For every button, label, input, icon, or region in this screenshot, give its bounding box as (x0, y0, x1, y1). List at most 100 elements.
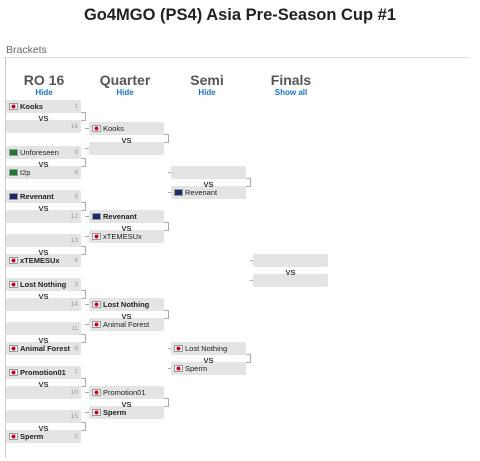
flag-au-icon (92, 213, 101, 220)
flag-au-icon (9, 193, 18, 200)
bracket-connector (164, 142, 168, 143)
ro16-slot[interactable]: Revenant 5 (6, 190, 81, 203)
final-slot[interactable] (253, 274, 328, 287)
bracket-connector (246, 362, 250, 363)
bracket-connector (249, 354, 251, 363)
team-name: Revenant (20, 192, 54, 201)
bracket-connector (81, 158, 85, 159)
bracket-connector (81, 342, 85, 343)
round-semi-toggle-link[interactable]: Hide (198, 88, 216, 97)
team-name: Revenant (185, 188, 218, 197)
ro16-slot[interactable]: 11 (6, 322, 81, 335)
ro16-vs-label: VS (38, 335, 49, 345)
round-ro16-toggle-link[interactable]: Hide (35, 88, 53, 97)
quarter-slot[interactable]: Sperm (89, 406, 164, 419)
quarter-slot[interactable]: Revenant (89, 210, 164, 223)
bracket-connector (85, 158, 86, 167)
flag-jp-icon (92, 409, 101, 416)
bracket-connector (164, 222, 168, 223)
semi-slot[interactable]: Lost Nothing (171, 342, 246, 355)
team-name: Promotion01 (20, 368, 66, 377)
ro16-slot[interactable]: 16 (6, 120, 81, 133)
bracket-connector (85, 202, 86, 211)
flag-jp-icon (174, 345, 183, 352)
ro16-slot[interactable]: 12 (6, 210, 81, 223)
bracket-connector (249, 178, 251, 187)
page-title: Go4MGO (PS4) Asia Pre-Season Cup #1 (83, 6, 397, 24)
seed-number: 2 (74, 433, 78, 440)
flag-jp-icon (92, 233, 101, 240)
quarter-slot[interactable]: Animal Forest (89, 318, 164, 331)
team-name: Lost Nothing (20, 280, 67, 289)
bracket-connector (81, 202, 85, 203)
ro16-slot[interactable]: 14 (6, 298, 81, 311)
seed-number: 9 (74, 149, 78, 156)
team-name: xTEMESUx (103, 232, 142, 241)
left-rule (5, 58, 6, 458)
quarter-vs-label: VS (121, 399, 132, 409)
semi-slot[interactable]: Sperm (171, 362, 246, 375)
ro16-vs-label: VS (38, 247, 49, 257)
flag-jp-icon (174, 365, 183, 372)
ro16-slot[interactable]: Kooks 1 (6, 100, 81, 113)
seed-number: 14 (70, 301, 78, 308)
bracket-connector (85, 216, 89, 217)
quarter-slot[interactable]: xTEMESUx (89, 230, 164, 243)
team-name: Sperm (103, 408, 127, 417)
quarter-vs-label: VS (121, 135, 132, 145)
quarter-slot[interactable]: Kooks (89, 122, 164, 135)
ro16-vs-label: VS (38, 423, 49, 433)
team-name: Kooks (20, 102, 43, 111)
ro16-vs-label: VS (38, 203, 49, 213)
team-name: Promotion01 (103, 388, 146, 397)
semi-slot[interactable] (171, 166, 246, 179)
quarter-slot[interactable]: Promotion01 (89, 386, 164, 399)
round-quarter-toggle-link[interactable]: Hide (116, 88, 134, 97)
team-name: t2p (20, 168, 31, 177)
ro16-slot[interactable]: 10 (6, 386, 81, 399)
seed-number: 1 (74, 103, 78, 110)
semi-slot[interactable]: Revenant (171, 186, 246, 199)
seed-number: 6 (74, 345, 78, 352)
quarter-slot[interactable] (89, 142, 164, 155)
bracket-connector (81, 378, 85, 379)
bracket-connector (85, 412, 89, 413)
bracket-connector (81, 210, 85, 211)
ro16-slot[interactable]: 13 (6, 234, 81, 247)
bracket-connector (167, 368, 171, 369)
bracket-connector (167, 172, 171, 173)
bracket-connector (81, 112, 85, 113)
seed-number: 5 (74, 193, 78, 200)
seed-number: 12 (70, 213, 78, 220)
bracket-connector (81, 386, 85, 387)
bracket-connector (85, 334, 86, 343)
bracket-connector (164, 406, 168, 407)
team-name: Lost Nothing (103, 300, 150, 309)
round-finals-toggle-link[interactable]: Show all (274, 88, 308, 97)
quarter-vs-label: VS (121, 223, 132, 233)
bracket-connector (246, 354, 250, 355)
bracket-connector (85, 236, 89, 237)
final-slot[interactable] (253, 254, 328, 267)
seed-number: 13 (70, 237, 78, 244)
bracket-connector (85, 378, 86, 387)
seed-number: 16 (70, 123, 78, 130)
ro16-vs-label: VS (38, 159, 49, 169)
team-name: Animal Forest (103, 320, 150, 329)
flag-jp-icon (9, 281, 18, 288)
ro16-slot[interactable]: 15 (6, 410, 81, 423)
quarter-slot[interactable]: Lost Nothing (89, 298, 164, 311)
semi-vs-label: VS (203, 179, 214, 189)
bracket-connector (85, 290, 86, 299)
bracket-connector (81, 290, 85, 291)
team-name: Lost Nothing (185, 344, 228, 353)
